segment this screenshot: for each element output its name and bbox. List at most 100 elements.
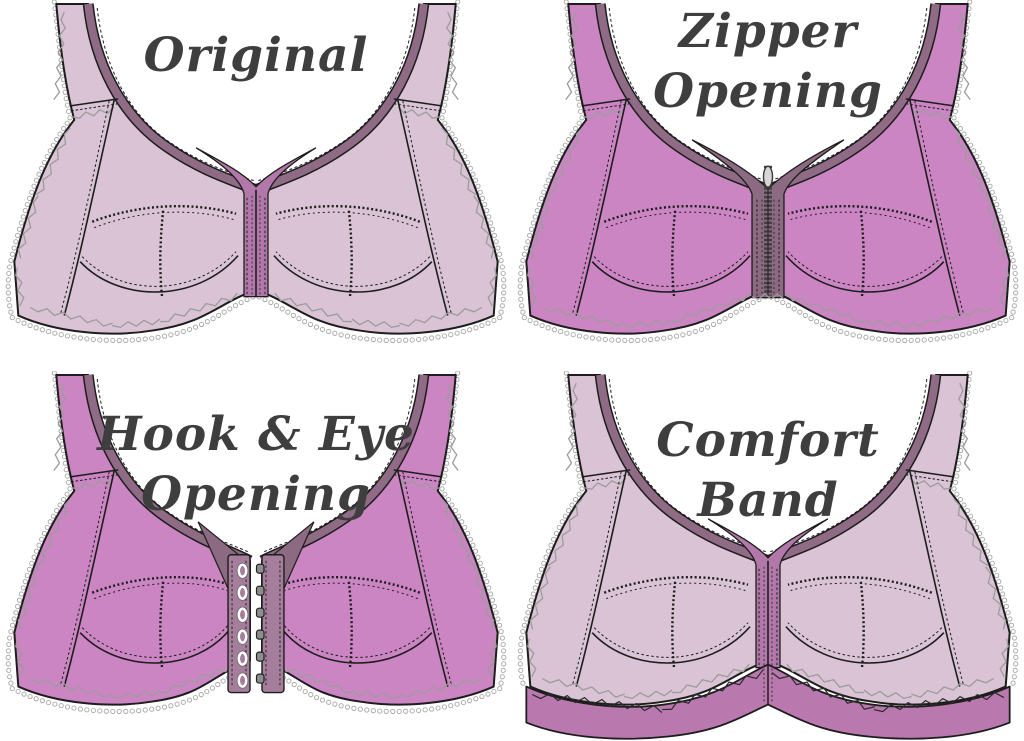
- picot-trim: [6, 0, 73, 320]
- side-seam-stitching: [571, 100, 622, 315]
- side-seam-stitching: [59, 471, 110, 686]
- center-front-stitching: [763, 566, 773, 667]
- zigzag-stitch: [17, 565, 39, 630]
- neckline-stitching: [96, 7, 255, 182]
- hook-icon: [255, 629, 265, 640]
- side-seam: [575, 470, 627, 687]
- zigzag-stitch: [541, 677, 625, 698]
- hook-icon: [255, 607, 265, 618]
- hook-band-stitching: [265, 560, 281, 687]
- side-seam-stitching: [59, 100, 110, 315]
- strap-base-stitching: [71, 103, 118, 112]
- picot-trim: [10, 293, 258, 343]
- zigzag-stitch: [15, 638, 25, 677]
- under-cup-seam: [591, 625, 751, 664]
- neckline-binding: [596, 374, 770, 564]
- zigzag-stitch: [17, 195, 39, 259]
- bra-left-half: [5, 370, 253, 714]
- picot-trim: [9, 663, 253, 714]
- eye-loop-icon: [237, 628, 248, 644]
- upper-cup-seam: [603, 575, 749, 594]
- zigzag-stitch: [29, 307, 113, 327]
- zigzag-stitch: [529, 195, 551, 259]
- center-front-detail: [691, 139, 845, 300]
- bra-right-half: [256, 2, 504, 340]
- band-zigzag-stitch: [662, 668, 764, 710]
- neckline-binding: [596, 3, 770, 194]
- zigzag-stitch: [624, 689, 673, 699]
- strap-base-stitching: [583, 103, 630, 112]
- bra-left-half: [5, 0, 259, 344]
- center-front-stitching: [251, 195, 261, 296]
- zigzag-stitch: [53, 11, 67, 101]
- hook-icon: [255, 563, 265, 574]
- eye-loop-icon: [237, 650, 248, 666]
- hook-icon: [255, 672, 265, 684]
- picot-trim: [6, 370, 73, 690]
- center-front-detail: [197, 520, 315, 693]
- zigzag-stitch: [160, 663, 232, 693]
- bra-left-half: [517, 370, 771, 706]
- zigzag-stitch: [72, 106, 115, 119]
- strap-base-seam: [582, 98, 631, 107]
- picot-trim: [518, 0, 585, 320]
- picot-trim: [518, 370, 585, 690]
- zigzag-stitch: [53, 382, 67, 471]
- zigzag-stitch: [527, 638, 537, 677]
- eye-loop-icon: [236, 584, 249, 601]
- upper-cup-stitching: [94, 582, 229, 599]
- under-cup-seam: [79, 255, 239, 293]
- zigzag-stitch: [672, 292, 750, 323]
- zigzag-stitch: [72, 477, 115, 490]
- bra-illustration-comfort-band: [517, 370, 1024, 740]
- zigzag-stitch: [112, 689, 161, 699]
- zigzag-stitch: [624, 318, 673, 329]
- bra-left-half: [517, 0, 771, 344]
- band-zigzag-stitch: [532, 692, 663, 713]
- side-seam: [63, 470, 115, 687]
- strap-base-seam: [70, 468, 119, 478]
- eye-loop-icon: [236, 650, 249, 667]
- upper-cup-seam: [603, 205, 749, 223]
- zigzag-stitch: [584, 106, 627, 119]
- zigzag-stitch: [527, 267, 537, 307]
- zigzag-stitch: [29, 677, 113, 698]
- eye-loop-icon: [236, 606, 249, 623]
- zipper-tape-stitching: [761, 199, 775, 296]
- hook-band: [261, 553, 285, 693]
- center-front-stitching: [763, 668, 773, 703]
- eye-loop-icon: [237, 606, 248, 622]
- hook-icon: [255, 651, 265, 662]
- side-seam: [63, 99, 115, 316]
- band-zigzag-stitch: [873, 691, 1005, 712]
- eye-loop-icon: [236, 672, 249, 688]
- zigzag-stitch: [112, 318, 161, 329]
- eye-loop-icon: [236, 628, 249, 645]
- strap-base-stitching: [583, 473, 630, 482]
- strap-base-stitching: [71, 473, 118, 482]
- bra-illustration-hook-eye: [5, 370, 512, 741]
- bra-illustration-zipper: [517, 0, 1024, 371]
- zigzag-stitch: [541, 307, 625, 327]
- zigzag-stitch: [35, 497, 71, 566]
- bra-right-half: [768, 2, 1016, 340]
- zigzag-stitch: [15, 267, 25, 307]
- eye-loop-icon: [237, 562, 248, 578]
- eye-loop-icon: [236, 562, 249, 579]
- strap-base-seam: [582, 468, 631, 478]
- zigzag-stitch: [547, 127, 583, 196]
- side-seam: [575, 99, 627, 316]
- under-cup-seam: [79, 625, 233, 664]
- picot-trim: [522, 293, 770, 343]
- side-seam-stitching: [571, 471, 622, 686]
- zigzag-stitch: [565, 382, 579, 471]
- strap-base-seam: [70, 98, 119, 107]
- zigzag-stitch: [672, 663, 750, 693]
- zigzag-stitch: [35, 127, 71, 196]
- panel-original: Original: [0, 0, 512, 371]
- zigzag-stitch: [160, 292, 238, 323]
